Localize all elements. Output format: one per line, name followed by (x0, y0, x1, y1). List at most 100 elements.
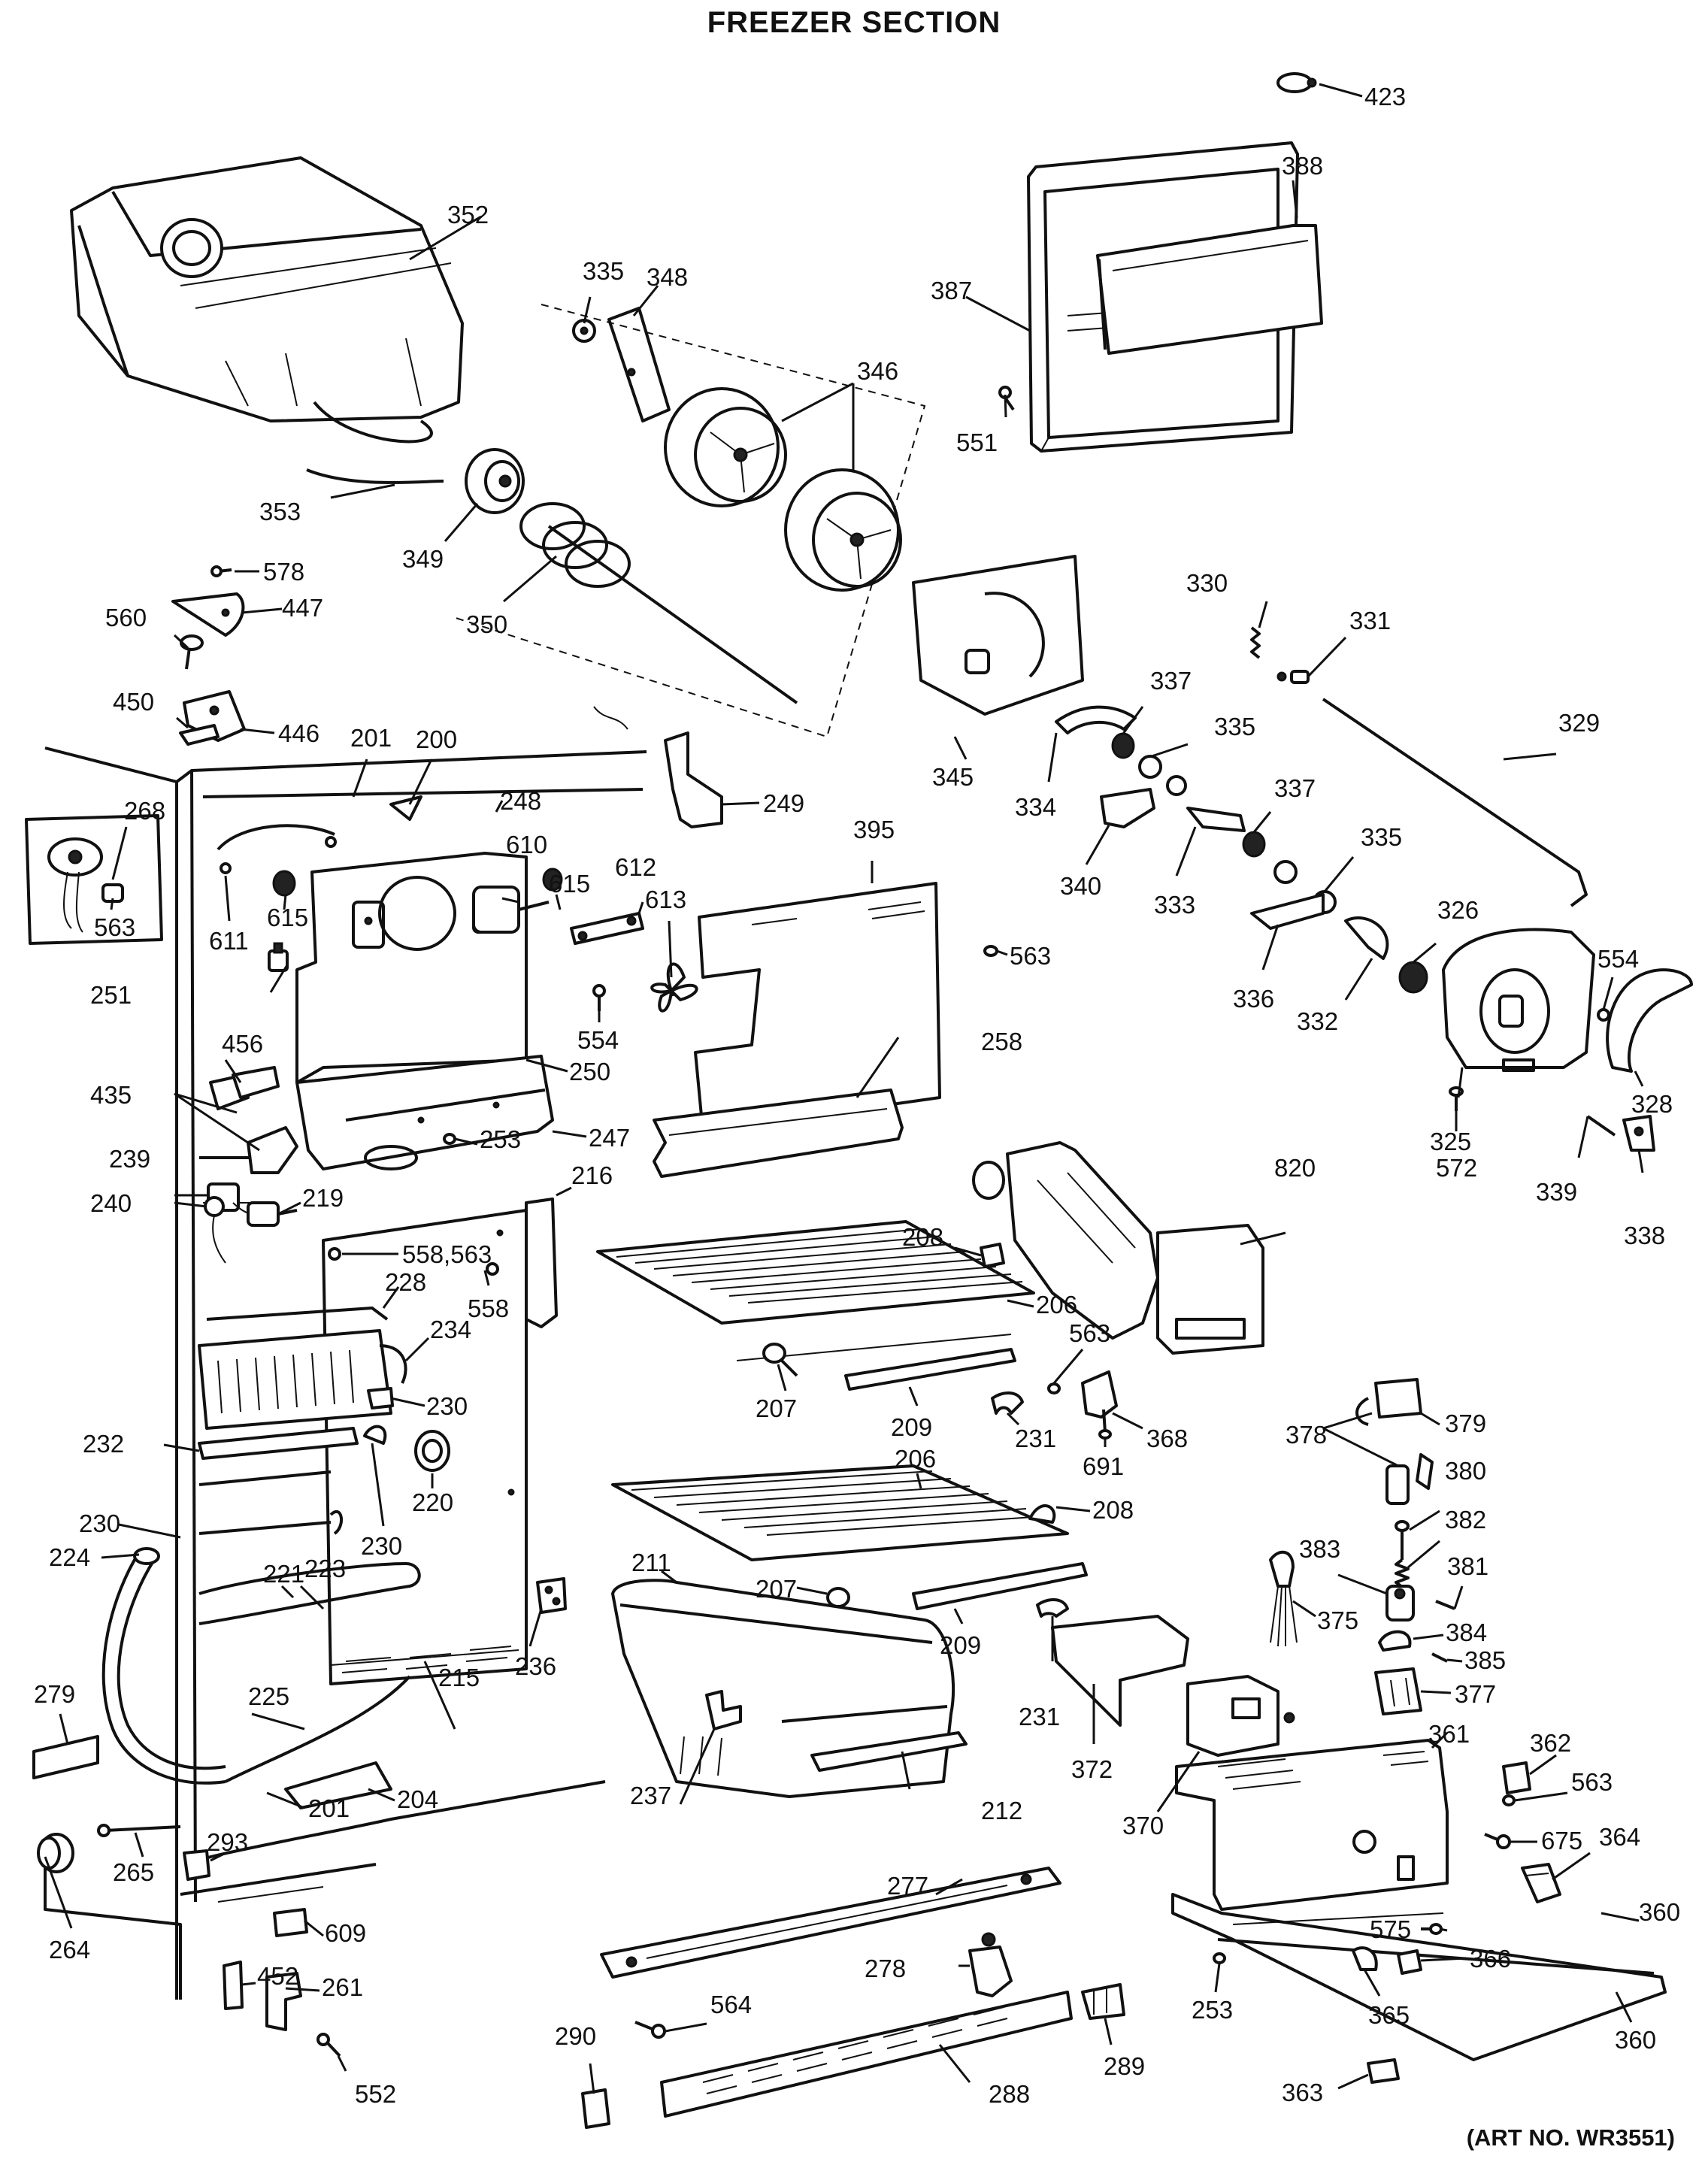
part-377-bracket (1374, 1667, 1422, 1715)
label-364: 364 (1599, 1823, 1640, 1851)
part-383-plug (1385, 1585, 1415, 1621)
label-206a: 206 (1036, 1291, 1077, 1319)
label-207a: 207 (756, 1394, 797, 1422)
diagram-title: FREEZER SECTION (707, 6, 1001, 39)
label-363: 363 (1282, 2079, 1323, 2106)
label-333: 333 (1154, 891, 1195, 919)
part-268-light-socket (25, 814, 163, 945)
part-326-gear (1398, 961, 1428, 994)
part-456-cover (209, 1066, 280, 1110)
label-366: 366 (1470, 1945, 1511, 1973)
part-230-clip-b (329, 1509, 344, 1535)
label-558-563: 558,563 (402, 1240, 492, 1268)
part-336-cam (1250, 893, 1325, 930)
part-375-wire-harness (1269, 1550, 1298, 1647)
label-820: 820 (1274, 1154, 1316, 1182)
label-207b: 207 (756, 1575, 797, 1603)
label-201a: 201 (350, 724, 392, 752)
label-289: 289 (1104, 2052, 1145, 2080)
label-288: 288 (989, 2080, 1030, 2108)
label-352: 352 (447, 201, 489, 229)
part-370-motor (1186, 1675, 1295, 1757)
label-329: 329 (1558, 709, 1600, 737)
label-372: 372 (1071, 1755, 1113, 1783)
part-575-screw (1421, 1923, 1443, 1935)
label-230a: 230 (426, 1392, 468, 1420)
leader-lines (44, 83, 1644, 2094)
label-675: 675 (1541, 1827, 1582, 1855)
label-563d: 563 (1571, 1768, 1613, 1796)
part-378-plunger (1385, 1453, 1434, 1505)
part-331-clip (1276, 670, 1310, 684)
part-231-clip-a (991, 1391, 1024, 1415)
label-250: 250 (569, 1058, 610, 1086)
label-236: 236 (515, 1652, 556, 1680)
part-820-ice-maker (972, 1141, 1264, 1355)
label-237: 237 (630, 1782, 671, 1809)
label-362: 362 (1530, 1729, 1571, 1757)
part-251-switch (268, 942, 289, 972)
part-279-track (32, 1735, 99, 1779)
label-610: 610 (506, 831, 547, 858)
label-253a: 253 (480, 1125, 521, 1153)
label-452: 452 (257, 1962, 298, 1990)
part-207-bumper-b (826, 1587, 850, 1608)
label-209b: 209 (940, 1631, 981, 1659)
label-209a: 209 (891, 1413, 932, 1441)
part-613-fan-blade (650, 962, 698, 1013)
label-572: 572 (1436, 1154, 1477, 1182)
part-563-screw-b (983, 945, 998, 957)
part-615-grommet-b (542, 868, 563, 892)
part-368-bracket (1081, 1370, 1118, 1419)
label-382: 382 (1445, 1506, 1486, 1534)
label-609: 609 (325, 1919, 366, 1947)
part-337-gear-b (1242, 831, 1266, 858)
part-350-auger (519, 502, 798, 704)
label-253b: 253 (1192, 1996, 1233, 2024)
label-208a: 208 (902, 1223, 943, 1251)
label-612: 612 (615, 853, 656, 881)
part-380-pin (1395, 1520, 1410, 1560)
part-209-trim-a (844, 1348, 1016, 1391)
part-220-grommet (414, 1430, 450, 1472)
part-554-screw (1597, 1008, 1610, 1022)
part-328-bracket (1606, 968, 1693, 1073)
part-332-cam (1344, 916, 1389, 960)
label-225: 225 (248, 1682, 289, 1710)
part-221-heater-loop (198, 1562, 421, 1625)
part-232-heater (198, 1427, 359, 1535)
part-335-washer-b (1138, 755, 1187, 796)
part-219-light-socket (247, 1201, 298, 1227)
label-383: 383 (1299, 1535, 1340, 1563)
label-387: 387 (931, 277, 972, 304)
part-346-impeller-b (784, 468, 902, 592)
label-325: 325 (1430, 1128, 1471, 1155)
part-231-clip-b (1036, 1598, 1069, 1618)
part-288-grille (660, 1991, 1073, 2118)
label-290: 290 (555, 2022, 596, 2050)
part-207-bumper-a (762, 1343, 786, 1364)
label-348: 348 (647, 263, 688, 291)
part-206-upper-shelf (596, 1220, 1035, 1377)
part-381-pin (1435, 1600, 1455, 1610)
label-249: 249 (763, 789, 804, 817)
part-450-shim (179, 724, 220, 746)
part-395-panel (694, 882, 941, 1133)
part-382-spring (1395, 1558, 1410, 1588)
label-353: 353 (259, 498, 301, 525)
label-212: 212 (981, 1797, 1022, 1824)
part-551-screw (998, 386, 1015, 411)
label-335b: 335 (1214, 713, 1255, 740)
part-346-impeller-a (664, 387, 787, 507)
label-211: 211 (631, 1549, 671, 1576)
label-278: 278 (865, 1955, 906, 1982)
label-216: 216 (571, 1161, 613, 1189)
part-329-rod (1322, 698, 1588, 907)
label-552: 552 (355, 2080, 396, 2108)
label-615b: 615 (549, 870, 590, 898)
part-560-screw (180, 634, 204, 670)
label-338: 338 (1624, 1222, 1665, 1249)
label-221: 221 (263, 1560, 304, 1588)
label-277: 277 (887, 1872, 928, 1900)
part-236-clip (536, 1577, 567, 1614)
